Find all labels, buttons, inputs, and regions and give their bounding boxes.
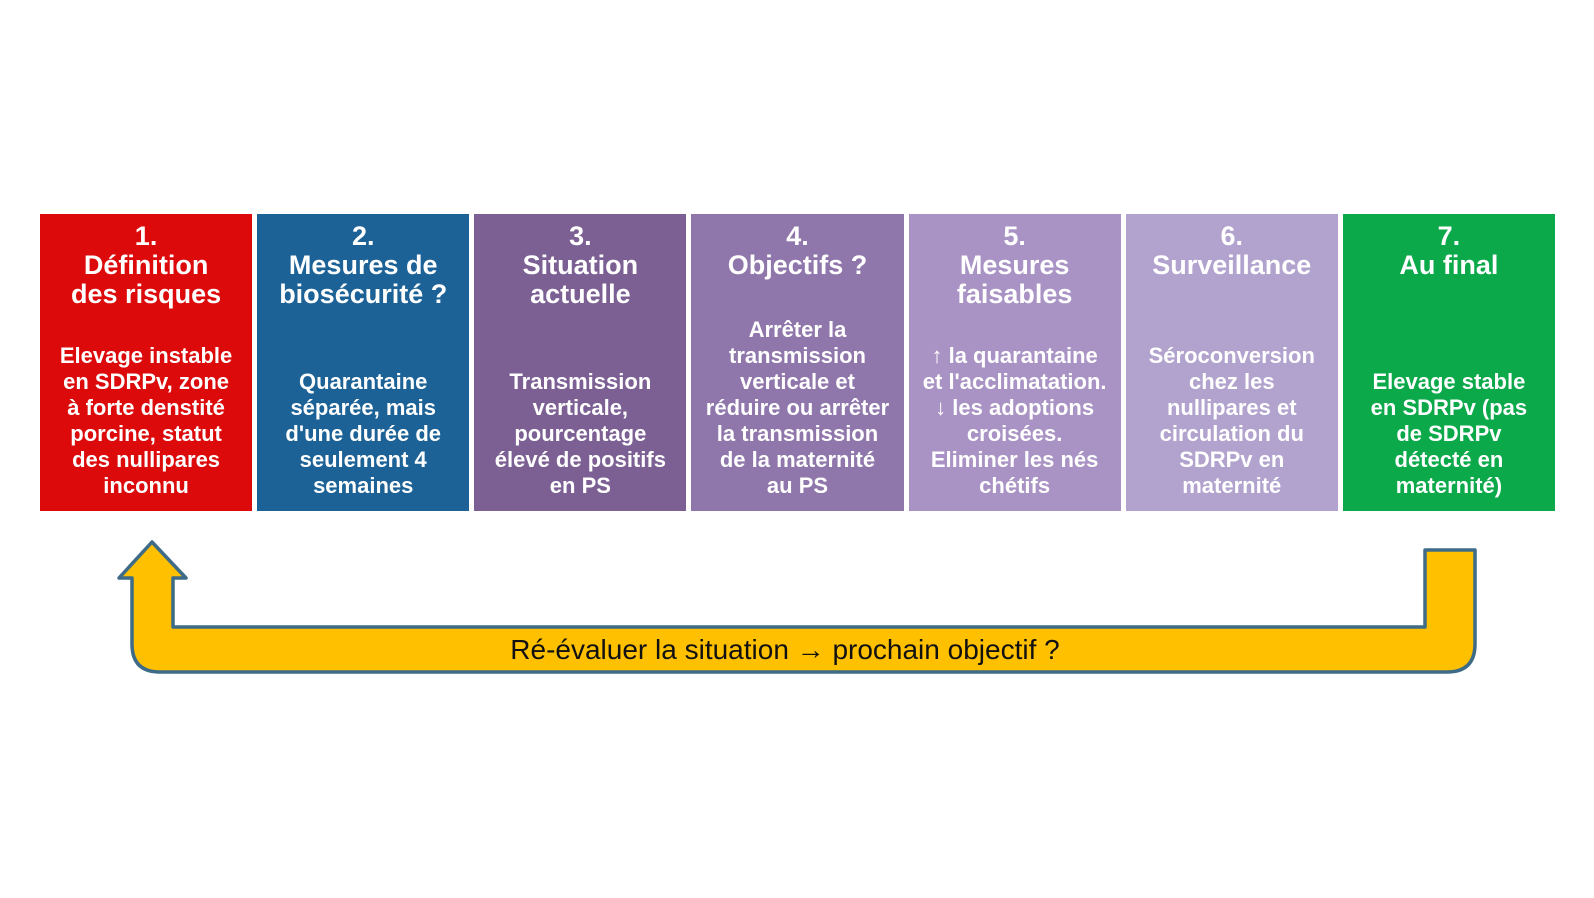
step-body: Séroconversion chez les nullipares et ci… bbox=[1148, 343, 1315, 498]
step-title: 2. Mesures de biosécurité ? bbox=[260, 222, 466, 309]
step-number: 4. bbox=[786, 221, 809, 251]
step-heading: Définition des risques bbox=[71, 250, 222, 309]
feedback-loop-arrow-shape bbox=[117, 540, 1477, 674]
step-number: 7. bbox=[1437, 221, 1461, 251]
step-body: Elevage instable en SDRPv, zone à forte … bbox=[59, 343, 233, 498]
step-title: 3. Situation actuelle bbox=[477, 222, 683, 309]
step-number: 6. bbox=[1220, 221, 1244, 251]
steps-row: 1. Définition des risques Elevage instab… bbox=[40, 214, 1555, 511]
step-box-surveillance: 6. Surveillance Séroconversion chez les … bbox=[1125, 214, 1338, 511]
step-box-objectifs: 4. Objectifs ? Arrêter la transmission v… bbox=[691, 214, 904, 511]
feedback-loop-label: Ré-évaluer la situation → prochain objec… bbox=[510, 634, 1060, 665]
step-box-mesures-de-biosecurite: 2. Mesures de biosécurité ? Quarantaine … bbox=[257, 214, 470, 511]
step-box-au-final: 7. Au final Elevage stable en SDRPv (pas… bbox=[1342, 214, 1555, 511]
step-number: 1. bbox=[134, 221, 158, 251]
step-body: ↑ la quarantaine et l'acclimatation. ↓ l… bbox=[922, 343, 1107, 498]
step-box-situation-actuelle: 3. Situation actuelle Transmission verti… bbox=[474, 214, 687, 511]
step-body: Quarantaine séparée, mais d'une durée de… bbox=[285, 369, 441, 498]
step-number: 5. bbox=[1003, 221, 1026, 251]
step-body: Elevage stable en SDRPv (pas de SDRPv dé… bbox=[1370, 369, 1528, 498]
step-heading: Mesures de biosécurité ? bbox=[279, 250, 448, 309]
step-heading: Objectifs ? bbox=[727, 250, 868, 280]
step-heading: Mesures faisables bbox=[956, 250, 1073, 309]
step-title: 1. Définition des risques bbox=[43, 222, 249, 309]
step-box-definition-des-risques: 1. Définition des risques Elevage instab… bbox=[40, 214, 253, 511]
step-body: Arrêter la transmission verticale et réd… bbox=[705, 317, 890, 498]
step-box-mesures-faisables: 5. Mesures faisables ↑ la quarantaine et… bbox=[908, 214, 1121, 511]
step-title: 4. Objectifs ? bbox=[694, 222, 900, 280]
step-number: 3. bbox=[569, 221, 592, 251]
step-heading: Au final bbox=[1399, 250, 1499, 280]
step-heading: Situation actuelle bbox=[522, 250, 639, 309]
step-number: 2. bbox=[351, 221, 375, 251]
step-title: 7. Au final bbox=[1346, 222, 1552, 280]
step-body: Transmission verticale, pourcentage élev… bbox=[494, 369, 666, 498]
step-title: 6. Surveillance bbox=[1129, 222, 1335, 280]
step-title: 5. Mesures faisables bbox=[912, 222, 1118, 309]
step-heading: Surveillance bbox=[1152, 250, 1312, 280]
